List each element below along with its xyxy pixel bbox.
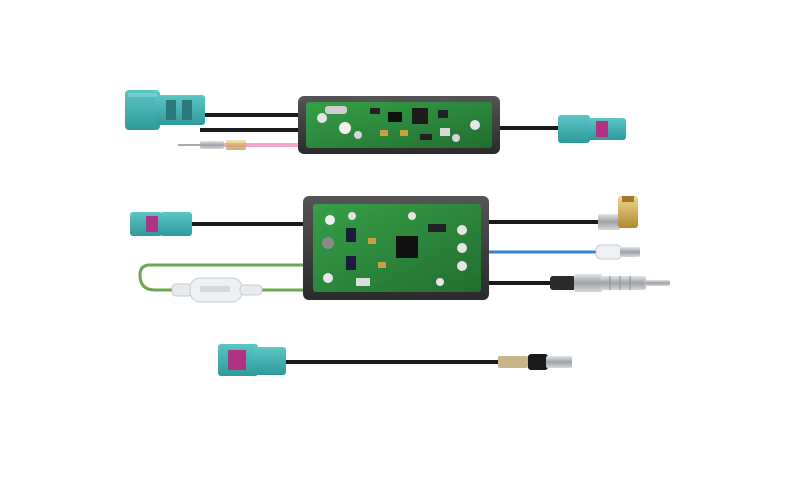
fakra-single-connector-icon bbox=[558, 115, 626, 143]
pcb-module-icon bbox=[303, 196, 489, 300]
fakra-single-connector-icon bbox=[218, 344, 286, 376]
green-wire bbox=[138, 263, 305, 292]
fakra-double-connector-icon bbox=[125, 90, 205, 130]
smb-angled-plug-icon bbox=[598, 196, 638, 230]
fakra-single-connector-icon bbox=[130, 212, 192, 236]
adapter-middle bbox=[130, 196, 670, 303]
fuse-holder-icon bbox=[171, 277, 263, 303]
adapter-bottom bbox=[218, 344, 572, 376]
pcb-module-icon bbox=[298, 96, 500, 154]
adapter-top bbox=[125, 90, 626, 154]
cable-end-sleeve-icon bbox=[498, 354, 572, 370]
din-antenna-plug-icon bbox=[550, 274, 670, 292]
spade-terminal-icon bbox=[595, 244, 640, 260]
crimp-terminal-icon bbox=[178, 140, 246, 150]
